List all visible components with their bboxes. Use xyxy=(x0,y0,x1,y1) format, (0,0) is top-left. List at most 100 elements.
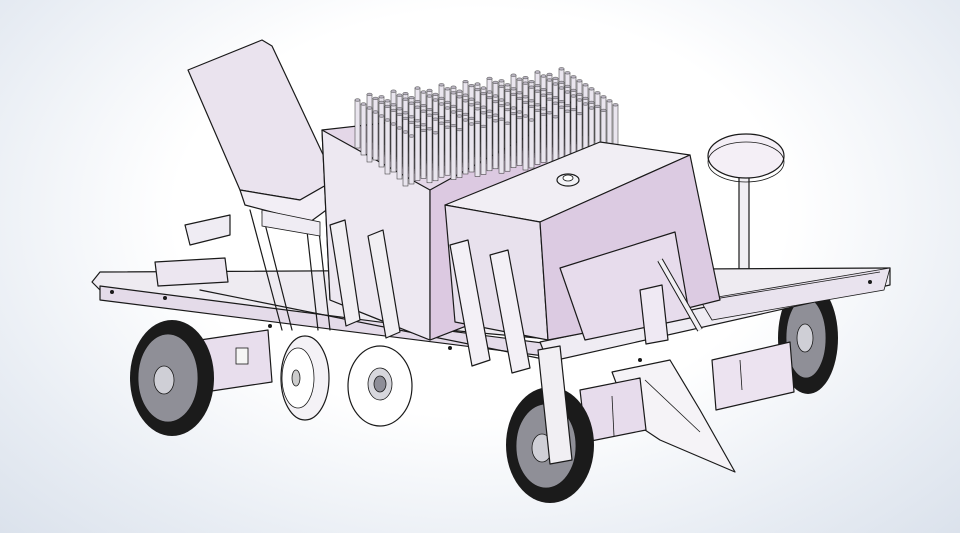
seedling-tube xyxy=(414,126,421,181)
seedling-tube xyxy=(366,107,373,163)
seedling-tube-cap xyxy=(516,110,523,114)
seedling-tube-cap xyxy=(354,98,361,102)
seedling-tube-cap xyxy=(366,92,373,96)
seedling-tube xyxy=(510,113,517,168)
seedling-tube-cap xyxy=(540,88,547,92)
seedling-tube xyxy=(528,119,535,169)
seedling-tube-cap xyxy=(576,92,583,96)
seedling-tube-cap xyxy=(378,100,385,104)
seedling-tube-cap xyxy=(534,70,541,74)
seedling-tube xyxy=(564,110,571,160)
seedling-tube-cap xyxy=(444,120,451,124)
seedling-tube-cap xyxy=(504,108,511,112)
seedling-tube-cap xyxy=(414,105,421,109)
seedling-tube-cap xyxy=(600,95,607,99)
seedling-tube-cap xyxy=(378,95,385,99)
seedling-tube-cap xyxy=(564,84,571,88)
seedling-tube xyxy=(408,135,415,185)
seedling-tube-cap xyxy=(402,111,409,115)
seedling-tube-cap xyxy=(414,124,421,128)
seedling-tube xyxy=(462,119,469,175)
seedling-tube-cap xyxy=(522,76,529,80)
rear-right-wheel xyxy=(778,282,838,394)
seedling-tube-cap xyxy=(474,101,481,105)
seedling-tube-cap xyxy=(486,109,493,113)
seedling-tube-cap xyxy=(438,116,445,120)
seedling-tube-cap xyxy=(588,100,595,104)
seedling-tube-cap xyxy=(612,103,619,107)
seedling-tube-cap xyxy=(444,125,451,129)
seedling-tube-cap xyxy=(450,110,457,114)
seedling-tube xyxy=(360,103,367,156)
seedling-tube-cap xyxy=(438,102,445,106)
seedling-tube xyxy=(504,122,511,172)
seedling-tube xyxy=(492,120,499,170)
seedling-tube-cap xyxy=(462,112,469,116)
seedling-tube-cap xyxy=(558,100,565,104)
seedling-tube-cap xyxy=(498,84,505,88)
seedling-tube-cap xyxy=(480,86,487,90)
seedling-tube xyxy=(534,110,541,165)
seedling-tube xyxy=(354,99,361,149)
seedling-tube-cap xyxy=(558,86,565,90)
seedling-tube xyxy=(552,116,559,166)
seedling-tube xyxy=(516,117,523,166)
seedling-tube-cap xyxy=(534,89,541,93)
seedling-tube xyxy=(450,125,457,180)
front-hub-box xyxy=(711,341,795,411)
seedling-tube-cap xyxy=(528,85,535,89)
seedling-tube-cap xyxy=(444,106,451,110)
seedling-tube-cap xyxy=(384,104,391,108)
seedling-tube-cap xyxy=(570,88,577,92)
seedling-tube-cap xyxy=(480,124,487,128)
seedling-tube-cap xyxy=(570,75,577,79)
seedling-tube-cap xyxy=(402,92,409,96)
seedling-tube-cap xyxy=(588,87,595,91)
seedling-tube-cap xyxy=(570,94,577,98)
seedling-tube-cap xyxy=(564,90,571,94)
seedling-tube-cap xyxy=(564,71,571,75)
seedling-tube-cap xyxy=(492,94,499,98)
seedling-tube-cap xyxy=(582,83,589,87)
coulter-disc xyxy=(347,345,413,427)
seedling-tube-cap xyxy=(564,109,571,113)
seedling-tube-cap xyxy=(474,120,481,124)
seedling-tube-cap xyxy=(528,99,535,103)
seedling-tube xyxy=(558,106,565,162)
seedling-tube-cap xyxy=(450,104,457,108)
seedling-tube-cap xyxy=(582,102,589,106)
seedling-tube-cap xyxy=(546,97,553,101)
seedling-tube-cap xyxy=(438,96,445,100)
seedling-tube-cap xyxy=(432,92,439,96)
seedling-tube-cap xyxy=(456,128,463,132)
seedling-tube-cap xyxy=(510,87,517,91)
seedling-tube-cap xyxy=(516,91,523,95)
seedling-tube xyxy=(390,123,397,173)
seedling-tube-cap xyxy=(498,117,505,121)
seedling-tube-cap xyxy=(474,88,481,92)
seat xyxy=(187,39,341,331)
rear-left-wheel xyxy=(130,320,273,436)
seedling-tube-cap xyxy=(558,105,565,109)
seedling-tube-cap xyxy=(408,134,415,138)
seedling-tube xyxy=(420,130,427,179)
seedling-tube-cap xyxy=(390,122,397,126)
seedling-tube-cap xyxy=(408,96,415,100)
seedling-tube-cap xyxy=(384,118,391,122)
press-wheel xyxy=(280,335,330,421)
seedling-tube-cap xyxy=(420,90,427,94)
seedling-tube-cap xyxy=(468,116,475,120)
seedling-tube-cap xyxy=(504,121,511,125)
seedling-tube-cap xyxy=(504,83,511,87)
seedling-tube-cap xyxy=(534,103,541,107)
seedling-tube-cap xyxy=(576,79,583,83)
seedling-tube xyxy=(444,126,451,176)
seedling-tube-cap xyxy=(474,107,481,111)
seedling-tube-cap xyxy=(396,107,403,111)
seedling-tube-cap xyxy=(420,109,427,113)
seedling-tube-cap xyxy=(558,67,565,71)
seedling-tube-cap xyxy=(414,119,421,123)
seedling-tube-cap xyxy=(408,101,415,105)
seedling-tube-cap xyxy=(420,123,427,127)
